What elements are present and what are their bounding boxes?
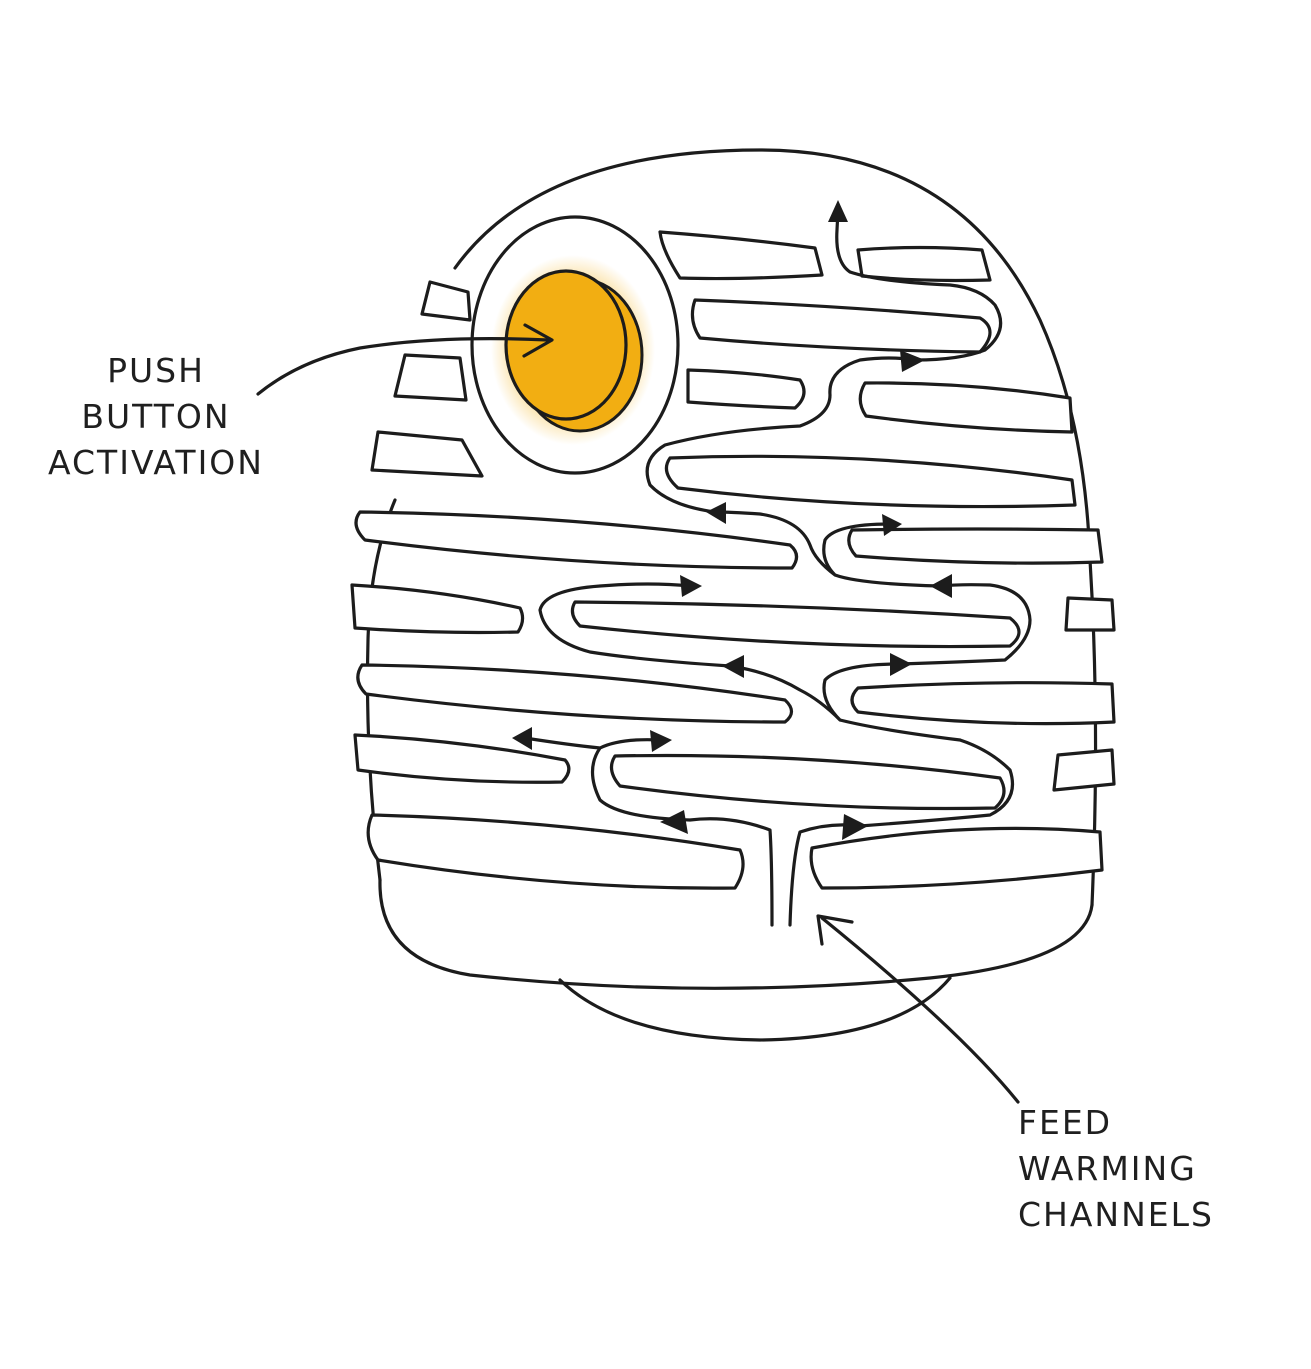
push-label-line-2: BUTTON — [81, 397, 231, 436]
push-button-activation-label: PUSH BUTTON ACTIVATION — [36, 348, 276, 486]
channel-bar-13 — [850, 681, 1116, 726]
warm-flow-path — [512, 200, 1032, 927]
flow-arrow-6 — [680, 575, 702, 597]
channel-bar-17 — [366, 813, 745, 890]
push-button-leader-line — [256, 337, 550, 396]
flow-arrow-3 — [706, 502, 726, 524]
channel-tab-2 — [393, 353, 468, 402]
warming-channels — [350, 230, 1116, 890]
feed-leader-arrowhead — [816, 914, 854, 946]
channel-bar-5 — [858, 381, 1074, 434]
channel-bar-8 — [847, 527, 1104, 565]
channel-bar-2 — [856, 245, 992, 283]
flow-arrow-5 — [930, 574, 952, 598]
channel-bar-10 — [570, 600, 1021, 649]
channel-bar-6 — [664, 454, 1077, 509]
device-body-outline — [453, 148, 1098, 907]
flow-arrow-2 — [900, 350, 925, 372]
channel-bar-4 — [686, 368, 806, 410]
flow-line-main — [523, 208, 1032, 927]
feed-warming-channels-label: FEED WARMING CHANNELS — [1018, 1100, 1278, 1238]
flow-arrow-9 — [512, 727, 532, 750]
push-label-line-1: PUSH — [107, 351, 205, 390]
channel-bar-7 — [354, 510, 799, 570]
device-base — [378, 878, 1094, 990]
channel-bar-14 — [353, 733, 571, 784]
feed-label-line-1: FEED — [1018, 1103, 1113, 1142]
channel-bar-1 — [658, 230, 824, 281]
channel-bar-15 — [609, 753, 1006, 811]
device-body-left-edge — [365, 498, 397, 882]
flow-arrow-7 — [722, 655, 744, 678]
flow-arrow-12 — [842, 814, 868, 840]
feed-label-line-3: CHANNELS — [1018, 1195, 1214, 1234]
device-foot — [558, 976, 952, 1042]
push-button-leader-arrowhead — [522, 323, 554, 358]
feed-leader-line — [820, 916, 1020, 1104]
channel-bar-11 — [1064, 596, 1116, 632]
flow-arrow-10 — [650, 730, 672, 752]
flow-arrow-4 — [882, 514, 902, 536]
channel-tab-1 — [420, 280, 472, 322]
channel-bar-3 — [690, 298, 992, 354]
channel-bar-18 — [809, 826, 1104, 890]
push-label-line-3: ACTIVATION — [48, 443, 264, 482]
channel-bar-16 — [1052, 748, 1116, 792]
channel-bar-9 — [350, 583, 525, 635]
flow-arrow-11 — [660, 810, 688, 834]
push-button-face[interactable] — [504, 269, 628, 421]
flow-arrow-1 — [828, 200, 848, 222]
channel-bar-12 — [356, 663, 794, 724]
channel-tab-3 — [370, 430, 484, 478]
button-surround — [470, 215, 680, 475]
feed-label-line-2: WARMING — [1018, 1149, 1197, 1188]
flow-arrow-8 — [890, 653, 912, 676]
